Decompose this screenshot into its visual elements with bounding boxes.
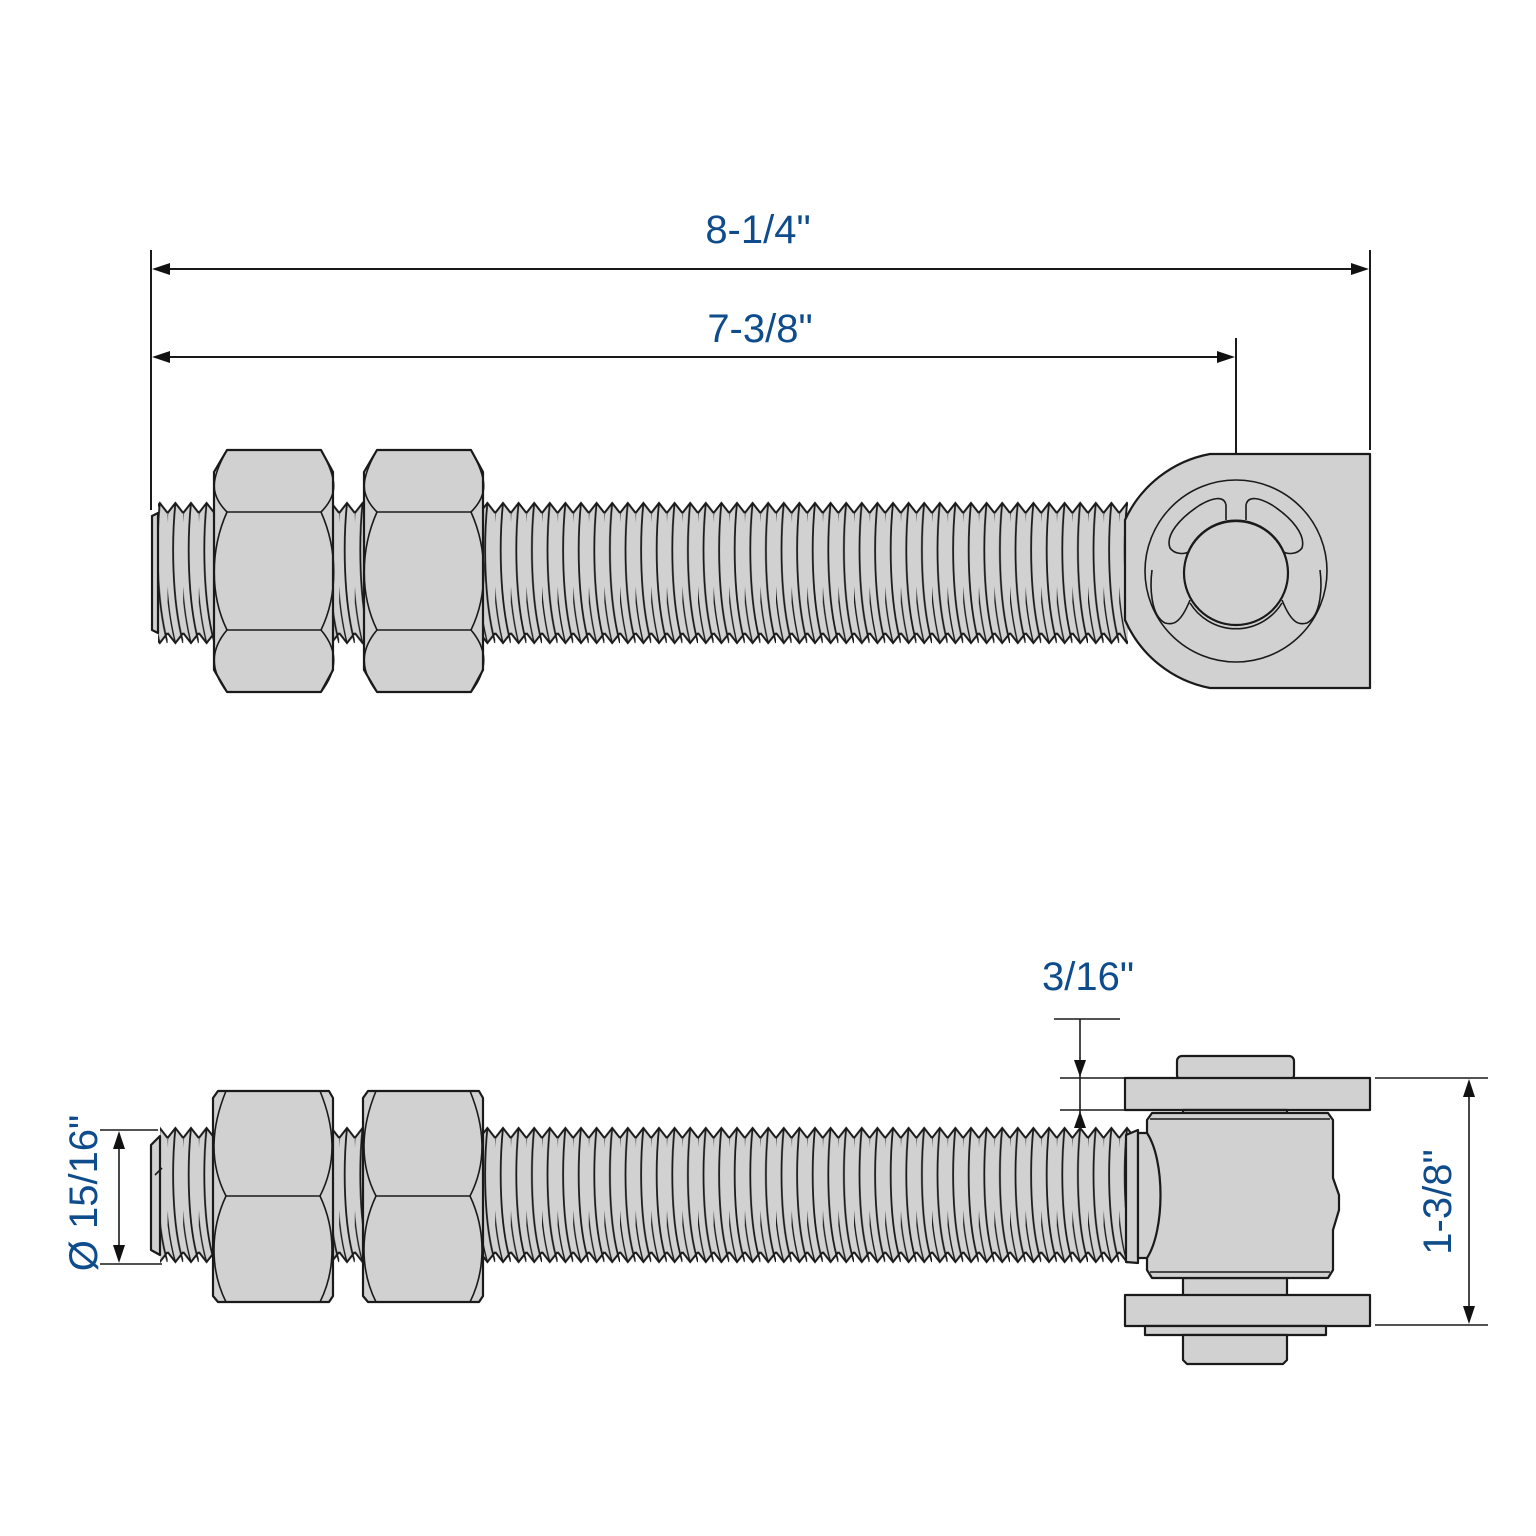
arrow-down-icon: [1074, 1060, 1086, 1077]
upper-washer: [1123, 1076, 1372, 1112]
hinge-eye-side: [1123, 1054, 1372, 1366]
arrow-down-icon: [113, 1245, 125, 1263]
overall-length-dimension: [150, 250, 1371, 510]
arrow-left-icon: [152, 263, 170, 275]
arrow-right-icon: [1217, 351, 1235, 363]
arrow-down-icon: [1463, 1306, 1475, 1324]
hex-nut-side-2: [361, 1089, 485, 1304]
arrow-left-icon: [152, 351, 170, 363]
washer-thickness-label: 3/16": [1041, 955, 1135, 999]
arrow-up-icon: [1074, 1111, 1086, 1128]
top-view: [150, 250, 1372, 694]
hex-nut-2: [362, 448, 485, 694]
arrow-up-icon: [1463, 1079, 1475, 1097]
thread-diameter-label: Ø 15/16": [62, 1114, 106, 1272]
pin-end: [1181, 1333, 1289, 1366]
arrow-up-icon: [113, 1131, 125, 1149]
eye-height-label: 1-3/8": [1416, 1149, 1460, 1255]
hinge-eye: [1123, 452, 1372, 690]
thread-diameter-dimension: [100, 1129, 162, 1265]
overall-length-label: 8-1/4": [705, 208, 811, 252]
washer-thickness-dimension: [1054, 1018, 1125, 1130]
side-view: [100, 1018, 1488, 1366]
hex-nut-1: [212, 448, 335, 694]
eye-body: [1145, 1111, 1341, 1280]
lower-washer: [1123, 1293, 1372, 1328]
eye-height-dimension: [1375, 1077, 1488, 1326]
bottom-plate: [1143, 1324, 1328, 1337]
hex-nut-side-1: [211, 1089, 335, 1304]
pin-icon: [1182, 519, 1290, 627]
pin-cap: [1175, 1054, 1296, 1082]
arrow-right-icon: [1351, 263, 1369, 275]
pin-center-length-label: 7-3/8": [707, 307, 813, 351]
